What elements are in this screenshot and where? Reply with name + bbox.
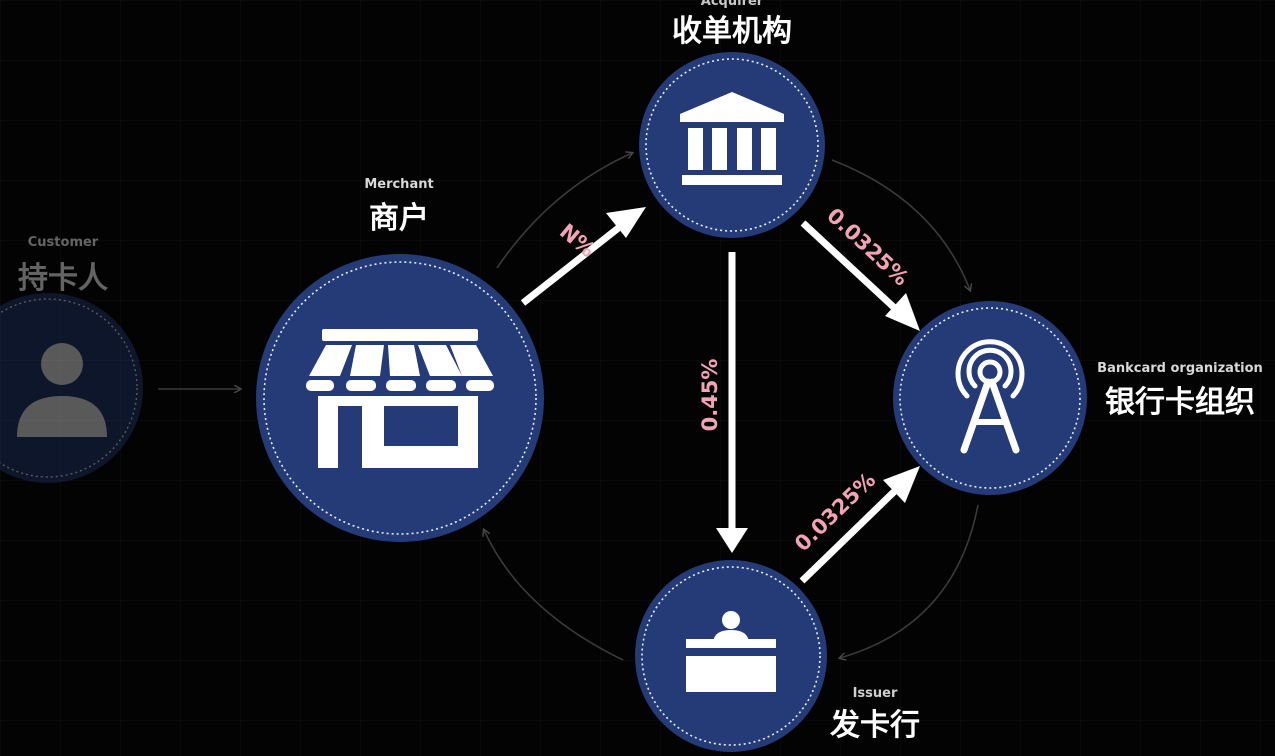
- arrow-issuer-to-bankcard: [799, 466, 920, 584]
- acquirer-label-en: Acquirer: [701, 0, 764, 9]
- customer-node: [0, 293, 143, 483]
- rate-acquirer-to-issuer: 0.45%: [698, 359, 722, 432]
- customer-label-en: Customer: [28, 235, 99, 250]
- background-cycle-arcs: [158, 153, 979, 661]
- arc-merchant-to-acquirer: [496, 153, 632, 269]
- customer-label-zh: 持卡人: [18, 261, 108, 296]
- storefront-icon: [306, 329, 494, 468]
- arc-bankcard-to-issuer: [840, 504, 979, 658]
- bank-icon: [680, 92, 784, 185]
- rate-issuer-to-bankcard: 0.0325%: [790, 468, 880, 556]
- issuer-label-zh: 发卡行: [829, 708, 920, 743]
- arc-issuer-to-merchant: [484, 530, 624, 661]
- merchant-label-en: Merchant: [364, 177, 433, 192]
- arrow-acquirer-to-bankcard: [800, 220, 920, 331]
- fee-flow-arrows: [520, 207, 920, 584]
- merchant-node: [256, 254, 544, 542]
- arc-acquirer-to-bankcard: [831, 159, 970, 290]
- arrow-merchant-to-acquirer: [520, 207, 646, 306]
- issuer-node: [635, 560, 827, 752]
- acquirer-node: [639, 52, 825, 238]
- merchant-label-zh: 商户: [369, 201, 429, 236]
- bankcard-label-zh: 银行卡组织: [1105, 385, 1255, 420]
- person-icon: [17, 343, 107, 437]
- bankcard-label-en: Bankcard organization: [1097, 361, 1263, 376]
- bankcard-node: [893, 301, 1087, 495]
- antenna-tower-icon: [955, 339, 1025, 454]
- acquirer-label-zh: 收单机构: [672, 14, 792, 49]
- issuer-label-en: Issuer: [853, 686, 898, 701]
- teller-counter-icon: [686, 611, 776, 692]
- rate-acquirer-to-bankcard: 0.0325%: [822, 203, 913, 290]
- arrow-acquirer-to-issuer: [716, 252, 748, 553]
- rate-merchant-to-acquirer: N%: [555, 219, 600, 262]
